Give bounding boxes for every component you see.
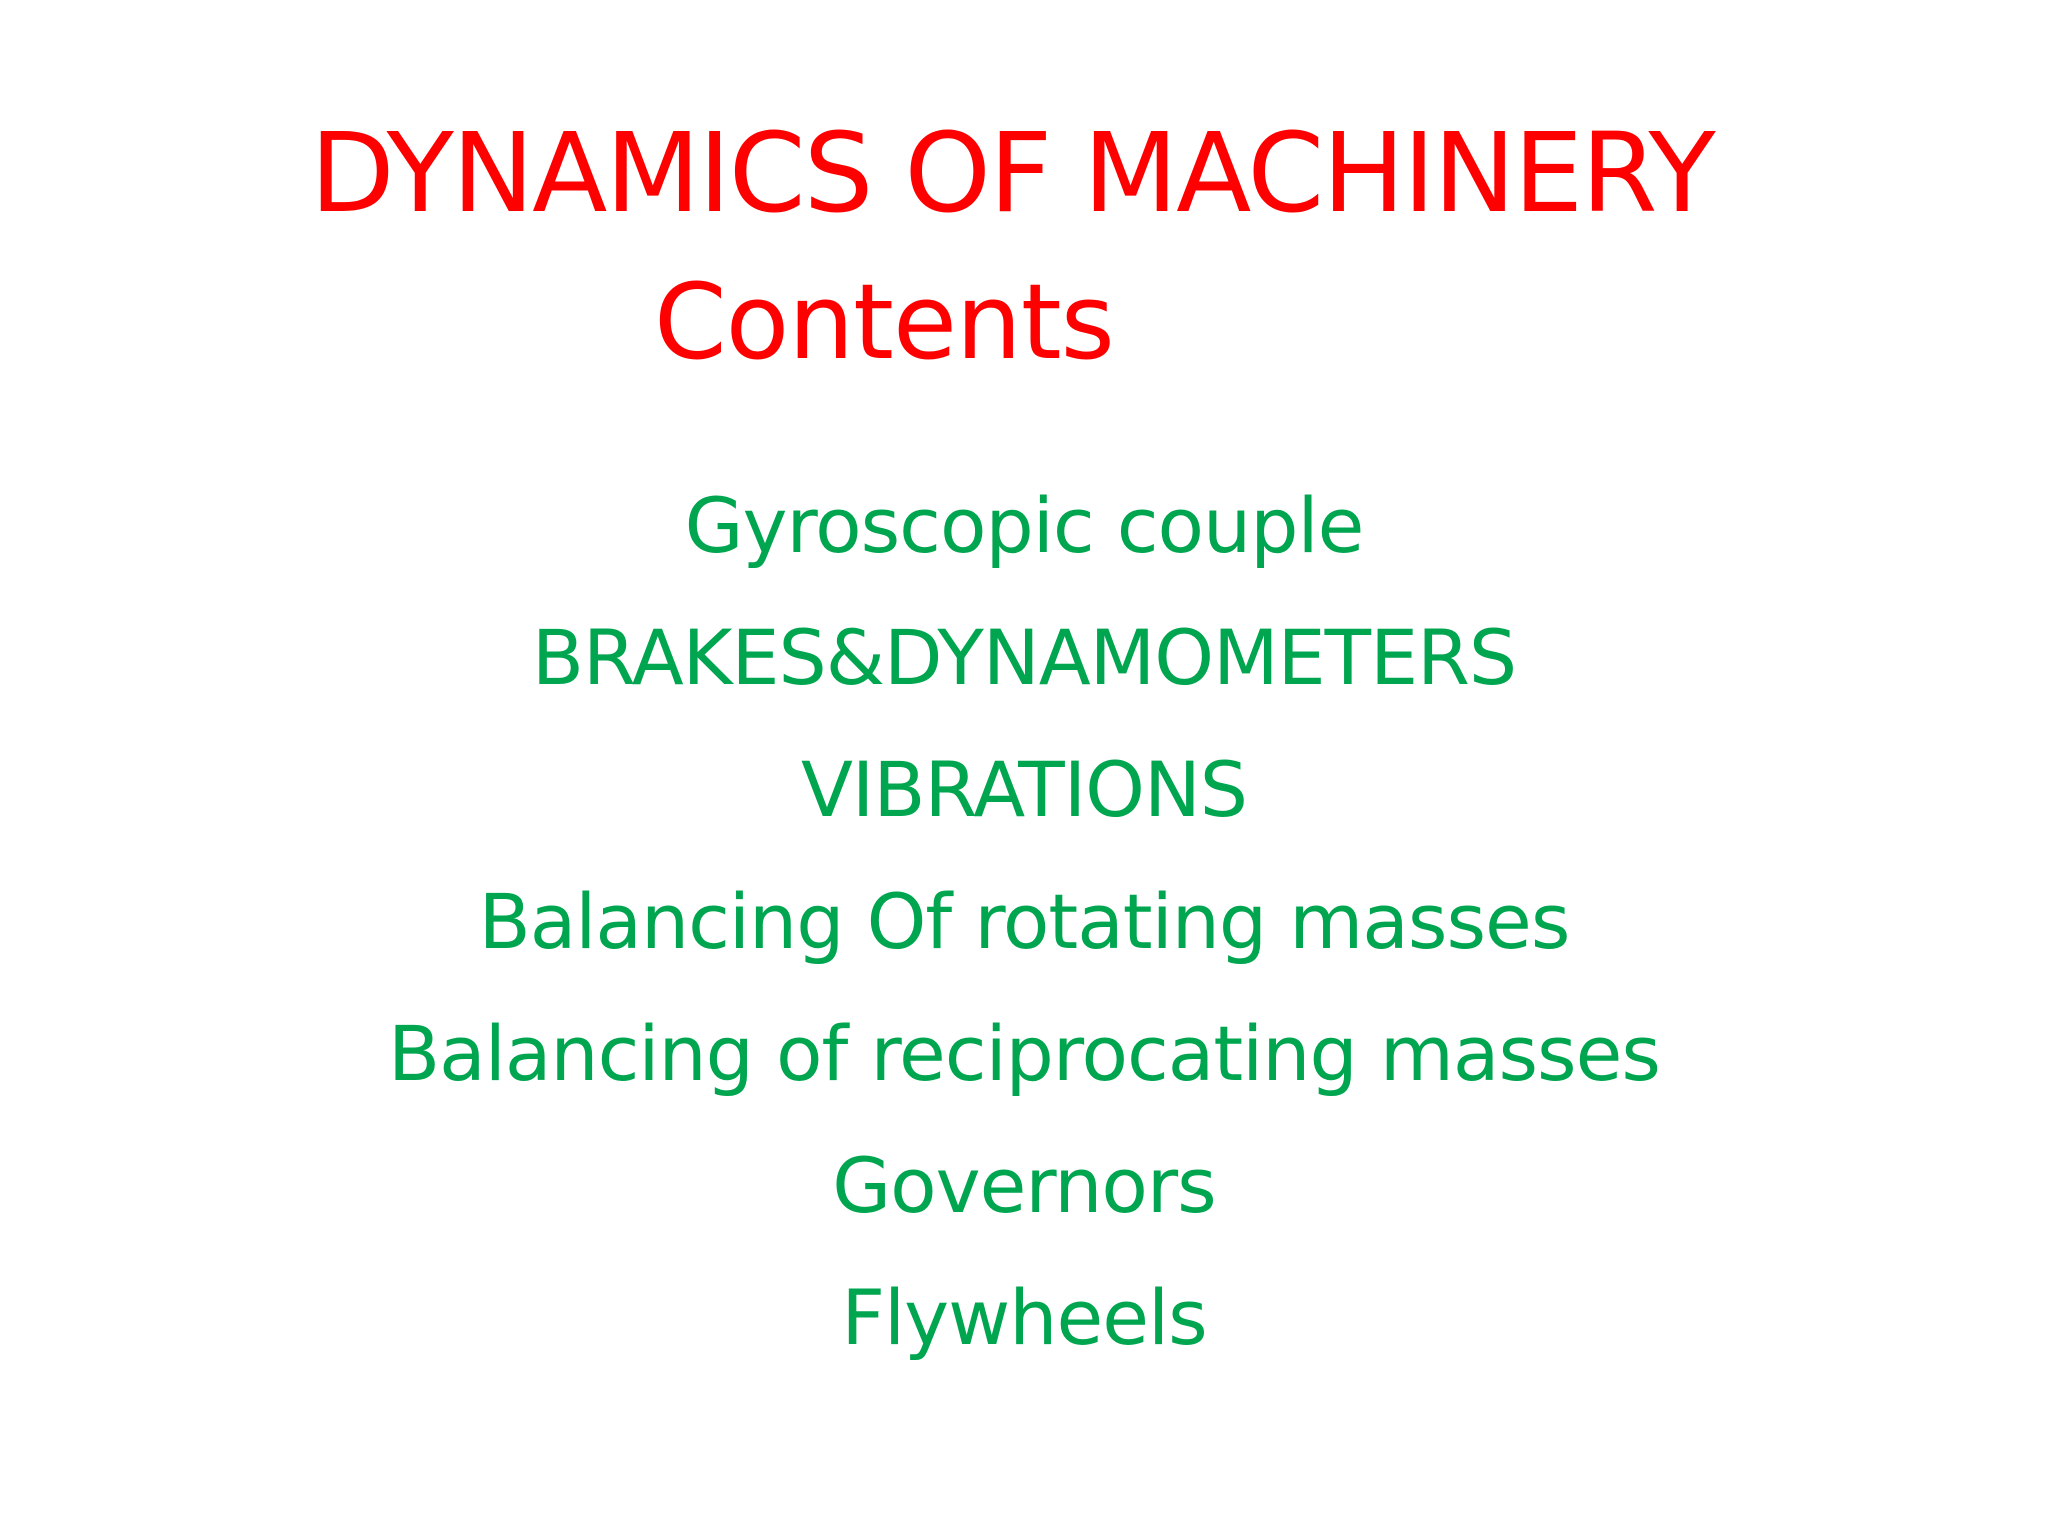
contents-item-brakes-dynamometers: BRAKES&DYNAMOMETERS bbox=[531, 613, 1517, 702]
contents-item-balancing-rotating-masses: Balancing Of rotating masses bbox=[478, 877, 1571, 966]
contents-list: Gyroscopic couple BRAKES&DYNAMOMETERS VI… bbox=[0, 460, 2048, 1384]
contents-item-governors: Governors bbox=[832, 1141, 1217, 1230]
slide-subtitle: Contents bbox=[654, 261, 1115, 383]
contents-item-balancing-reciprocating-masses: Balancing of reciprocating masses bbox=[388, 1009, 1661, 1098]
contents-item-gyroscopic-couple: Gyroscopic couple bbox=[684, 481, 1365, 570]
slide-title: DYNAMICS OF MACHINERY bbox=[310, 109, 1716, 237]
contents-item-vibrations: VIBRATIONS bbox=[800, 745, 1248, 834]
contents-item-flywheels: Flywheels bbox=[841, 1273, 1207, 1362]
